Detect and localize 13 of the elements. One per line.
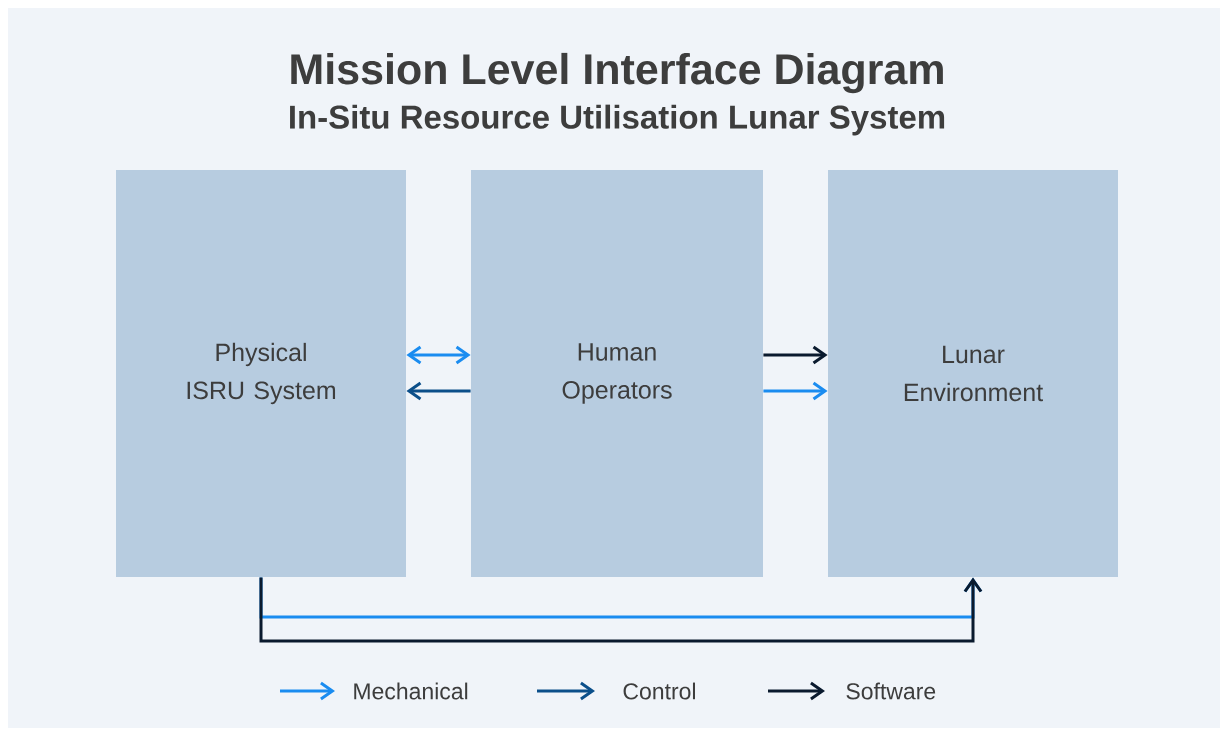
legend-label: Software: [846, 682, 936, 700]
system-box: Human Operators: [471, 170, 763, 577]
title: Mission Level Interface Diagram: [291, 52, 943, 94]
system-box: Lunar Environment: [828, 170, 1118, 577]
legend-label: Mechanical: [354, 682, 468, 700]
system-box: Physical ISRU System: [116, 170, 406, 577]
subtitle: In-Situ Resource Utilisation Lunar System: [290, 104, 945, 136]
arrow: [259, 577, 983, 643]
arrow: [406, 345, 471, 365]
arrow: [763, 381, 828, 401]
arrow: [406, 381, 471, 401]
arrow: [763, 345, 828, 365]
legend-label: Control: [623, 682, 695, 700]
